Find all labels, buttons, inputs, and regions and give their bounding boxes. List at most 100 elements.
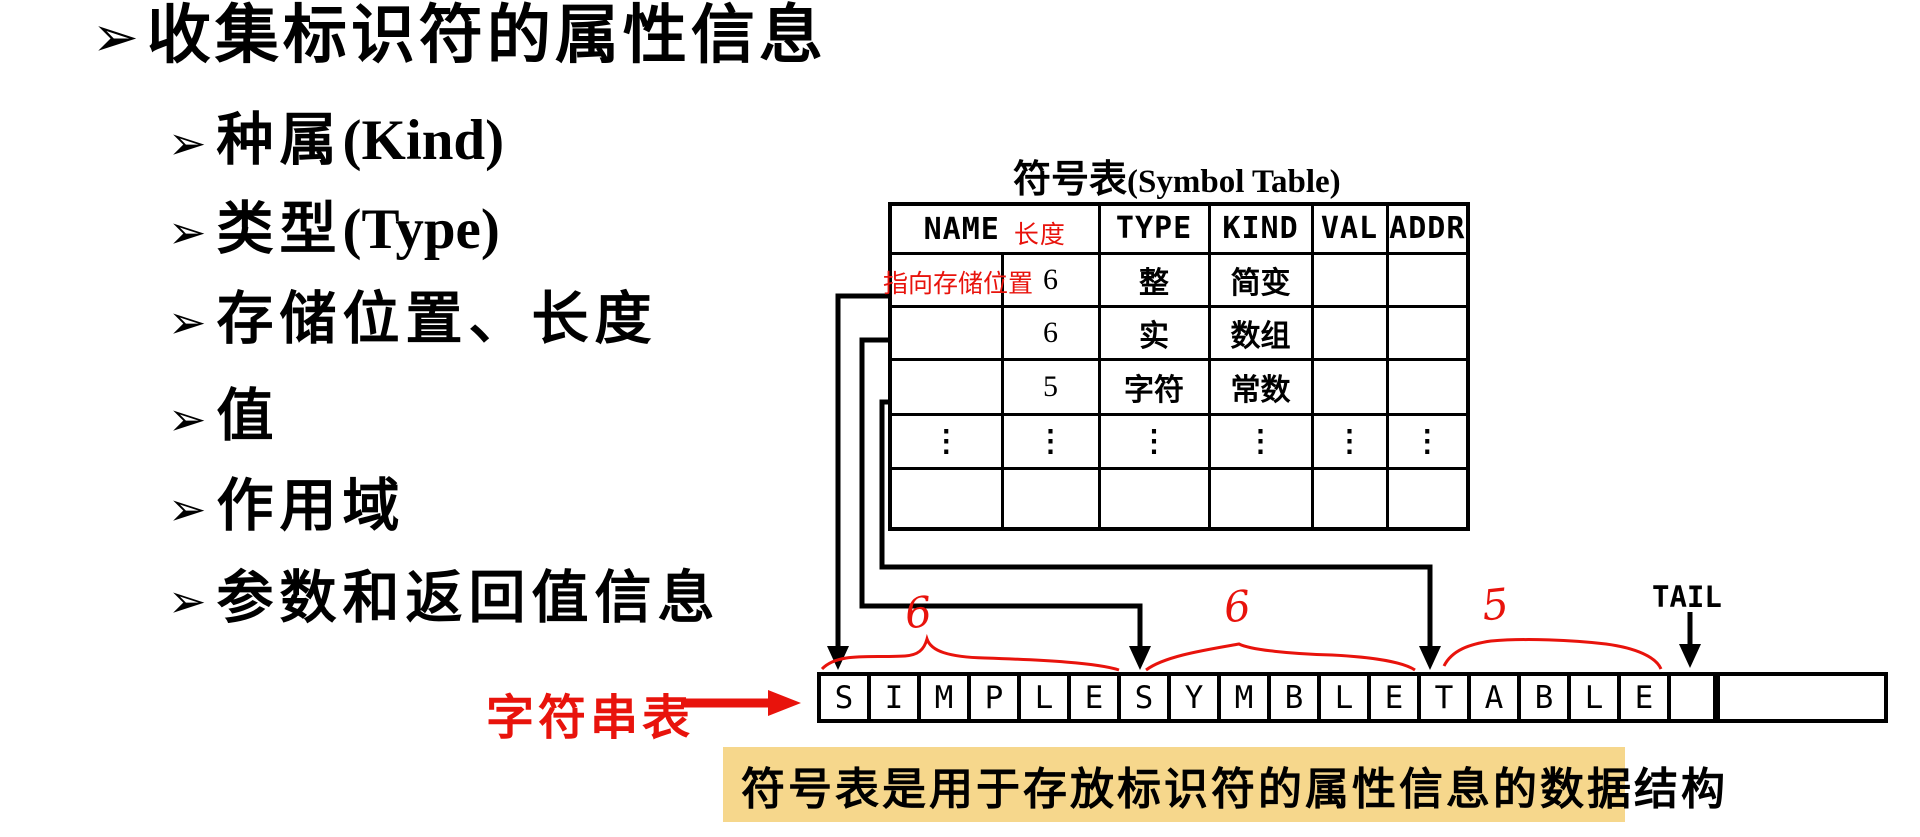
cell-empty: [1207, 466, 1314, 531]
cell-val: [1310, 357, 1389, 416]
bullet-label-en: (Kind): [342, 109, 505, 172]
table-row: 6 实 数组: [888, 304, 1470, 361]
cell-type: 整: [1097, 251, 1211, 308]
cell-dots: ⋮: [1000, 412, 1101, 470]
string-cell: B: [1521, 676, 1571, 719]
summary-banner: 符号表是用于存放标识符的属性信息的数据结构: [723, 747, 1725, 822]
string-cell: A: [1471, 676, 1521, 719]
arrow-bullet-icon: ➢: [168, 574, 207, 628]
tail-label: TAIL: [1652, 580, 1722, 614]
summary-banner-text: 符号表是用于存放标识符的属性信息的数据结构: [741, 764, 1728, 814]
cell-dots: ⋮: [1385, 412, 1470, 470]
bullet-label: 种属: [216, 109, 343, 172]
cell-type: 字符: [1097, 357, 1211, 416]
string-cell-rest: [1720, 676, 1884, 719]
segment-length-6a: 6: [902, 586, 935, 639]
cell-len: 6: [1000, 251, 1101, 308]
bullet-label: 参数和返回值信息: [216, 567, 721, 630]
string-cell: B: [1271, 676, 1321, 719]
cell-dots: ⋮: [888, 412, 1004, 470]
bullet-label-en: (Type): [342, 198, 500, 261]
string-cell: L: [1571, 676, 1621, 719]
pointer-line-row3: [879, 399, 1433, 650]
bullet-item: ➢ 作用域: [168, 478, 406, 535]
string-cell: P: [971, 676, 1021, 719]
string-cell-free: [1671, 676, 1720, 719]
cell-addr: [1385, 357, 1470, 416]
cell-name: [888, 304, 1004, 361]
bullet-label: 值: [216, 385, 280, 448]
arrow-bullet-icon: ➢: [168, 205, 207, 259]
bullet-item: ➢ 参数和返回值信息: [168, 570, 721, 627]
col-header-type: TYPE: [1097, 202, 1211, 255]
arrow-bullet-icon: ➢: [168, 295, 207, 349]
pointer-line-row1: [835, 293, 892, 650]
cell-name: [888, 357, 1004, 416]
string-cell: S: [821, 676, 871, 719]
table-row-empty: [888, 466, 1470, 531]
arrowhead-icon: [1129, 646, 1151, 670]
cell-kind: 数组: [1207, 304, 1314, 361]
string-cell: E: [1371, 676, 1421, 719]
bullet-item: ➢ 值: [168, 388, 280, 445]
bullet-label: 类型: [216, 198, 343, 261]
cell-addr: [1385, 304, 1470, 361]
bullet-item: ➢ 种属 (Kind): [168, 112, 504, 169]
slide-title: 收集标识符的属性信息: [146, 0, 827, 71]
cell-kind: 常数: [1207, 357, 1314, 416]
cell-type: 实: [1097, 304, 1211, 361]
arrowhead-icon: [768, 690, 801, 716]
string-cell: E: [1621, 676, 1671, 719]
string-cell: L: [1321, 676, 1371, 719]
pointer-line-row2: [859, 337, 1143, 650]
col-header-kind: KIND: [1207, 202, 1314, 255]
cell-dots: ⋮: [1097, 412, 1211, 470]
cell-empty: [1000, 466, 1101, 531]
arrow-bullet-icon: ➢: [168, 116, 207, 170]
string-cell: T: [1421, 676, 1471, 719]
cell-kind: 简变: [1207, 251, 1314, 308]
pointer-annotation: 指向存储位置: [883, 269, 1034, 298]
table-row: 6 整 简变: [888, 251, 1470, 308]
string-table-label: 字符串表: [486, 692, 695, 745]
arrow-bullet-icon: ➢: [92, 5, 139, 70]
segment-length-6b: 6: [1221, 580, 1254, 633]
table-row: 5 字符 常数: [888, 357, 1470, 416]
string-cell: E: [1071, 676, 1121, 719]
cell-len: 5: [1000, 357, 1101, 416]
string-cell: Y: [1171, 676, 1221, 719]
red-brace-table: [1442, 638, 1663, 670]
arrow-bullet-icon: ➢: [168, 482, 207, 536]
cell-addr: [1385, 251, 1470, 308]
symbol-table-title-zh: 符号表: [1013, 159, 1128, 201]
bullet-label: 存储位置、长度: [216, 288, 658, 351]
segment-length-5: 5: [1479, 578, 1512, 631]
red-brace-simple: [820, 633, 1120, 672]
cell-empty: [1385, 466, 1470, 531]
cell-name: [888, 251, 1004, 308]
arrowhead-icon: [827, 646, 849, 670]
string-table: S I M P L E S Y M B L E T A B L E: [817, 672, 1888, 723]
table-row-ellipsis: ⋮ ⋮ ⋮ ⋮ ⋮ ⋮: [888, 412, 1470, 470]
arrowhead-icon: [1679, 644, 1701, 668]
cell-empty: [1097, 466, 1211, 531]
string-cell: L: [1021, 676, 1071, 719]
cell-val: [1310, 251, 1389, 308]
cell-dots: ⋮: [1310, 412, 1389, 470]
bullet-item: ➢ 类型 (Type): [168, 201, 500, 258]
string-cell: I: [871, 676, 921, 719]
bullet-label: 作用域: [216, 475, 406, 538]
col-header-addr: ADDR: [1385, 202, 1470, 255]
slide-title-row: ➢ 收集标识符的属性信息: [92, 4, 827, 68]
cell-val: [1310, 304, 1389, 361]
cell-empty: [888, 466, 1004, 531]
cell-len: 6: [1000, 304, 1101, 361]
string-cell: M: [921, 676, 971, 719]
red-brace-symble: [1145, 642, 1416, 672]
symbol-table-title-en: (Symbol Table): [1127, 164, 1341, 200]
